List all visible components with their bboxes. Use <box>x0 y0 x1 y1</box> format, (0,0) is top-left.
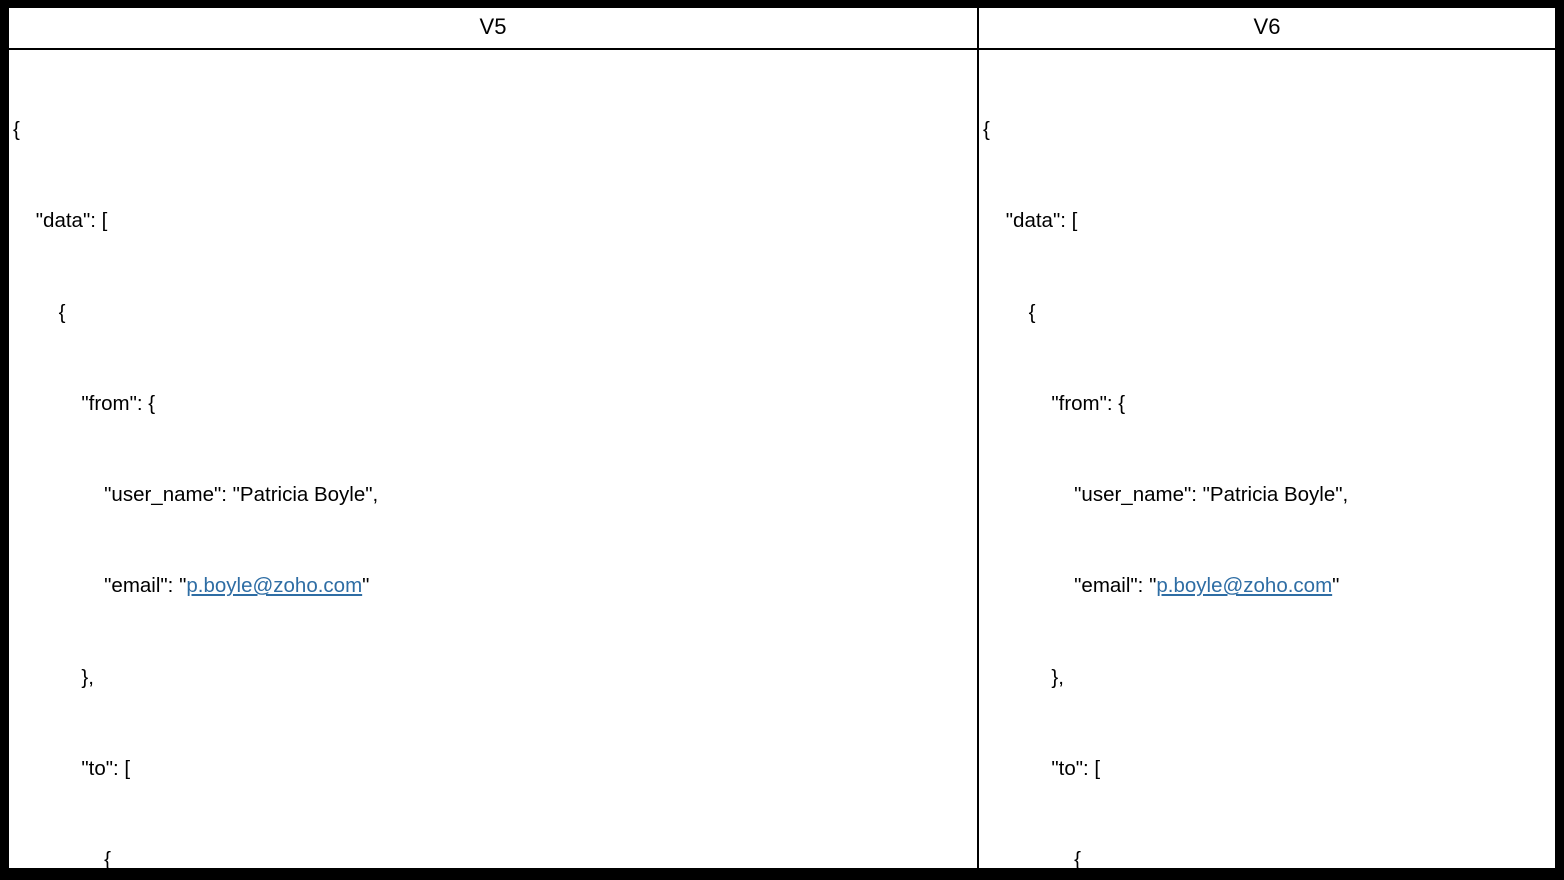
json-block-v5: { "data": [ { "from": { "user_name": "Pa… <box>13 54 973 868</box>
json-block-v6: { "data": [ { "from": { "user_name": "Pa… <box>983 54 1551 868</box>
json-line: "to": [ <box>983 756 1101 780</box>
json-text: "user_name": "Patricia Boyle", <box>1074 483 1349 507</box>
json-line: { <box>13 300 66 324</box>
json-line: "email": "p.boyle@zoho.com" <box>13 571 973 601</box>
cell-v5-json: { "data": [ { "from": { "user_name": "Pa… <box>9 50 977 868</box>
json-line: { <box>13 847 111 868</box>
json-line: { <box>983 118 990 142</box>
json-text: "user_name": "Patricia Boyle", <box>104 483 379 507</box>
json-text: "email": " <box>104 574 187 598</box>
json-line: "email": "p.boyle@zoho.com" <box>983 571 1551 601</box>
json-line: }, <box>983 665 1064 689</box>
table-body-row: { "data": [ { "from": { "user_name": "Pa… <box>9 50 1555 868</box>
email-link-p-boyle[interactable]: p.boyle@zoho.com <box>186 574 363 598</box>
json-line: }, <box>13 665 94 689</box>
json-line: "data": [ <box>13 209 108 233</box>
email-link-p-boyle[interactable]: p.boyle@zoho.com <box>1156 574 1333 598</box>
json-line: "from": { <box>983 391 1126 415</box>
json-text: "email": " <box>1074 574 1157 598</box>
json-text: " <box>1332 574 1340 598</box>
json-line: { <box>13 118 20 142</box>
json-indent <box>983 483 1074 506</box>
json-line: { <box>983 847 1081 868</box>
column-header-v5: V5 <box>479 14 507 39</box>
json-line: "data": [ <box>983 209 1078 233</box>
column-header-v6: V6 <box>977 8 1555 49</box>
json-text: " <box>362 574 370 598</box>
cell-v6-json: { "data": [ { "from": { "user_name": "Pa… <box>977 50 1555 868</box>
comparison-table: V5 V6 { "data": [ { "from": { "user_name… <box>7 6 1557 870</box>
json-line: "user_name": "Patricia Boyle", <box>983 480 1551 510</box>
json-indent <box>13 483 104 506</box>
json-indent <box>983 574 1074 597</box>
json-indent <box>13 574 104 597</box>
json-line: "from": { <box>13 391 156 415</box>
json-line: "to": [ <box>13 756 131 780</box>
table-header-row: V5 V6 <box>9 8 1555 51</box>
json-line: "user_name": "Patricia Boyle", <box>13 480 973 510</box>
json-line: { <box>983 300 1036 324</box>
